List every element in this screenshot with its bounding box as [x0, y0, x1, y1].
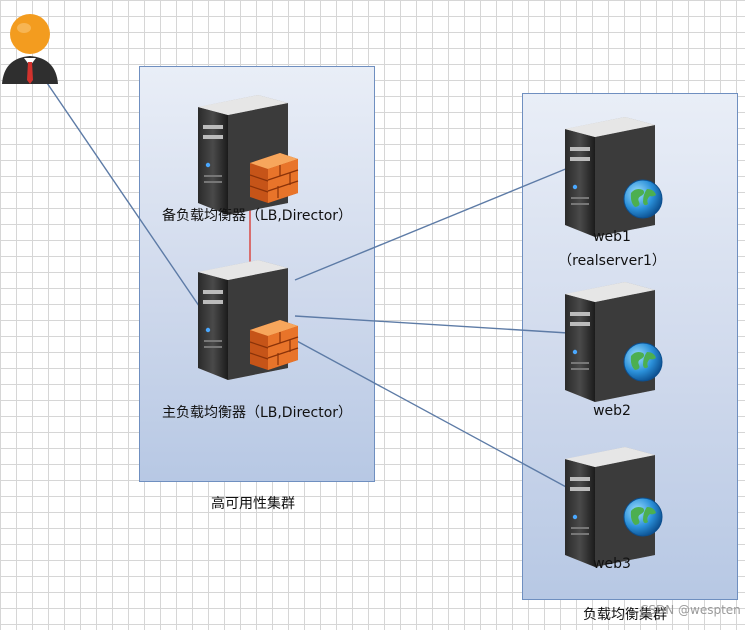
ha-cluster-label: 高可用性集群 [211, 496, 295, 512]
globe-icon [623, 342, 663, 382]
lb-cluster-label: 负载均衡集群 [583, 607, 667, 623]
web2-server-icon [565, 282, 663, 402]
user-icon [2, 14, 58, 84]
web1-label: web1 [593, 229, 631, 245]
watermark: CSDN @wespten [640, 603, 741, 617]
web3-server-icon [565, 447, 663, 567]
main-lb-server-icon [198, 260, 299, 380]
link-user-main-lb [44, 79, 211, 323]
web1-server-icon [565, 117, 663, 237]
link-main-lb-web3 [294, 339, 569, 489]
globe-icon [623, 179, 663, 219]
web3-label: web3 [593, 556, 631, 572]
web2-label: web2 [593, 403, 631, 419]
web1-sublabel: （realserver1） [558, 253, 666, 269]
link-main-lb-web1 [294, 167, 569, 281]
main-lb-label: 主负载均衡器（LB,Director） [161, 405, 353, 421]
backup-lb-label: 备负载均衡器（LB,Director） [161, 208, 353, 224]
link-main-lb-web2 [294, 315, 569, 334]
globe-icon [623, 497, 663, 537]
